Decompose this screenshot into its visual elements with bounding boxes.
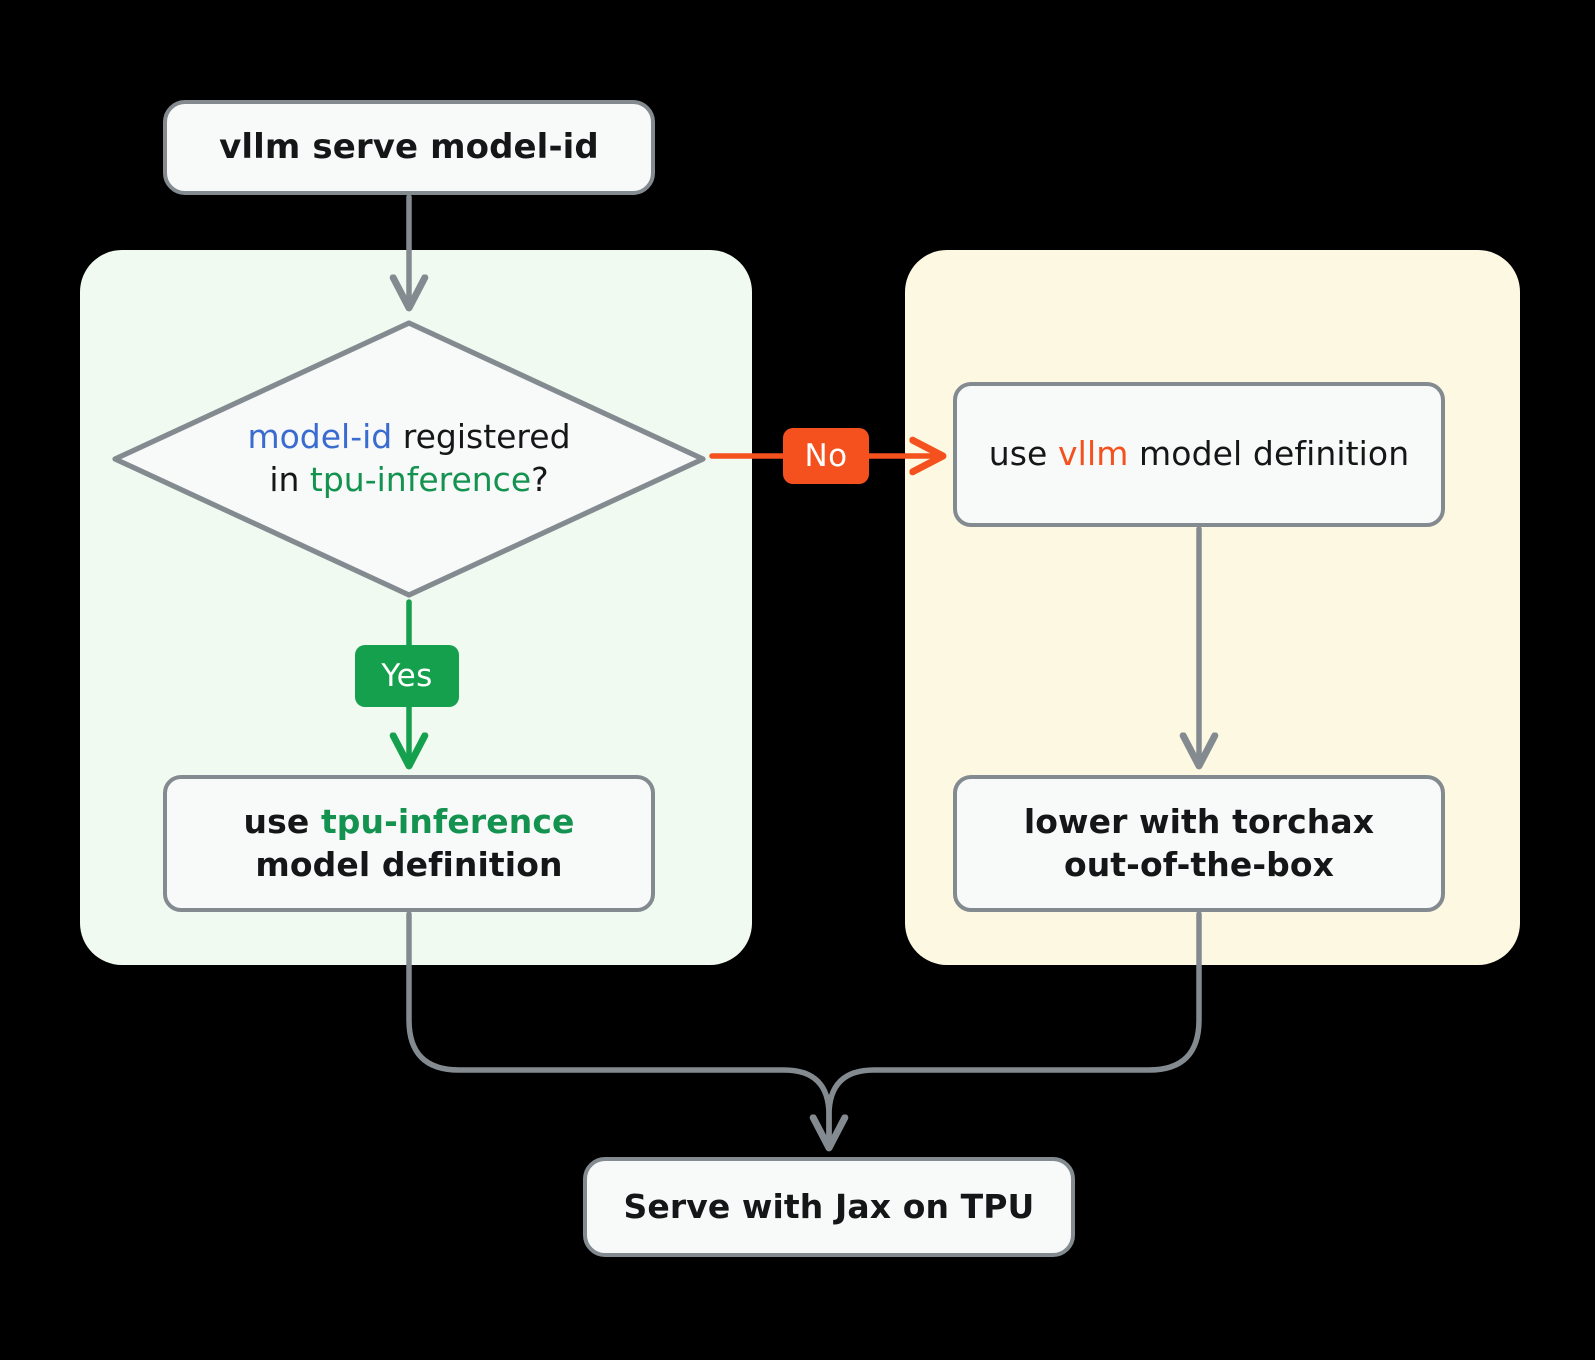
node-tpu-inference-model-definition[interactable]: use tpu-inference model definition [163, 775, 655, 912]
diamond-shape-icon [112, 320, 706, 598]
token-tpu-inference: tpu-inference [309, 460, 532, 499]
edge-label-yes-text: Yes [381, 658, 433, 694]
node-lower-with-torchax-label: lower with torchax out-of-the-box [1006, 801, 1392, 885]
token-vllm: vllm [1058, 434, 1129, 474]
token-model-id: model-id [247, 417, 393, 457]
node-start-label: vllm serve model-id [219, 126, 599, 167]
node-tpu-prefix: use [243, 802, 321, 842]
node-decision[interactable]: model-id registered in tpu-inference? [110, 318, 708, 600]
edge-label-no-text: No [804, 438, 848, 474]
node-lower-with-torchax[interactable]: lower with torchax out-of-the-box [953, 775, 1445, 912]
token-tpu-inference-2: tpu-inference [320, 802, 575, 842]
node-vllm-model-definition-label: use vllm model definition [971, 433, 1428, 475]
node-decision-line1: model-id registered [247, 416, 570, 459]
edge-label-yes: Yes [355, 645, 459, 707]
node-decision-line1-rest: registered [392, 417, 571, 457]
node-serve-with-jax-on-tpu[interactable]: Serve with Jax on TPU [583, 1157, 1075, 1257]
node-vllm-suffix: model definition [1128, 434, 1410, 474]
node-tpu-line2: definition [381, 844, 563, 884]
node-decision-label: model-id registered in tpu-inference? [110, 318, 708, 600]
node-tpu-inference-model-definition-label: use tpu-inference model definition [167, 801, 651, 885]
node-vllm-model-definition[interactable]: use vllm model definition [953, 382, 1445, 527]
node-decision-line2: in tpu-inference? [269, 459, 548, 502]
node-serve-with-jax-on-tpu-label: Serve with Jax on TPU [623, 1186, 1035, 1226]
node-decision-line2-prefix: in [269, 460, 310, 499]
node-decision-line2-suffix: ? [531, 460, 549, 499]
node-torchax-line2: out-of-the-box [1063, 844, 1335, 884]
edge-label-no: No [783, 428, 869, 484]
node-torchax-line1: lower with torchax [1023, 802, 1375, 842]
node-start[interactable]: vllm serve model-id [163, 100, 655, 195]
node-tpu-suffix: model [255, 844, 371, 884]
node-vllm-prefix: use [988, 434, 1059, 474]
